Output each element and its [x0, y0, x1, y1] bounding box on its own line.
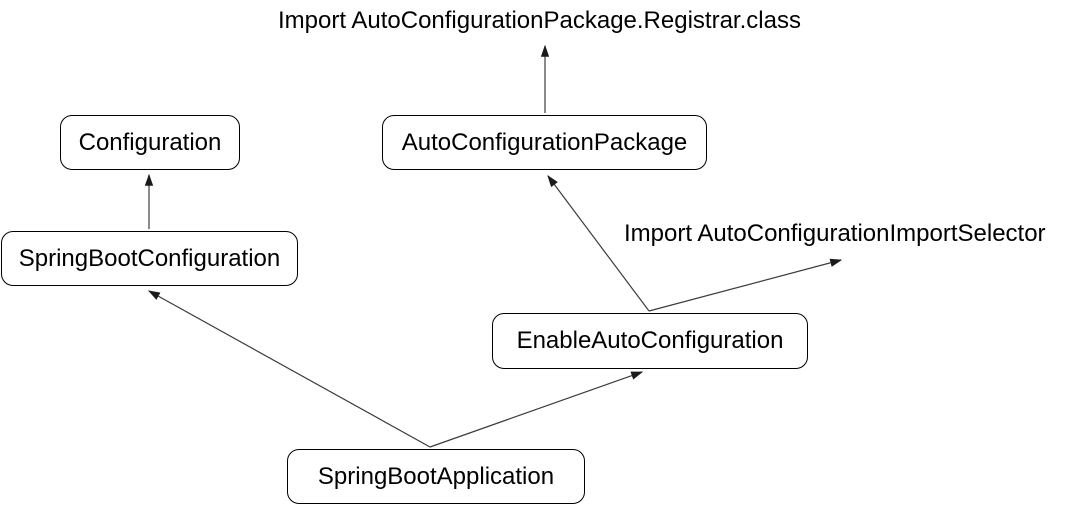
node-auto-configuration-package: AutoConfigurationPackage — [382, 115, 707, 170]
annotation-import-registrar: Import AutoConfigurationPackage.Registra… — [278, 7, 801, 34]
node-spring-boot-configuration-label: SpringBootConfiguration — [18, 244, 281, 272]
node-enable-auto-configuration: EnableAutoConfiguration — [492, 313, 808, 369]
node-configuration-label: Configuration — [78, 128, 222, 156]
node-configuration: Configuration — [60, 115, 240, 170]
node-spring-boot-application-label: SpringBootApplication — [317, 462, 555, 490]
edge-springbootapplication-to-enableautoconfiguration — [429, 371, 644, 448]
edge-springbootapplication-to-springbootconfiguration — [147, 290, 431, 448]
node-enable-auto-configuration-label: EnableAutoConfiguration — [516, 327, 784, 354]
node-spring-boot-application: SpringBootApplication — [287, 449, 585, 504]
node-spring-boot-configuration: SpringBootConfiguration — [1, 231, 298, 286]
edge-enableautoconfiguration-to-autoconfigurationpackage — [547, 175, 650, 312]
annotation-import-selector: Import AutoConfigurationImportSelector — [624, 220, 1046, 247]
edge-enableautoconfiguration-to-import-selector — [648, 258, 843, 312]
node-auto-configuration-package-label: AutoConfigurationPackage — [401, 128, 688, 156]
